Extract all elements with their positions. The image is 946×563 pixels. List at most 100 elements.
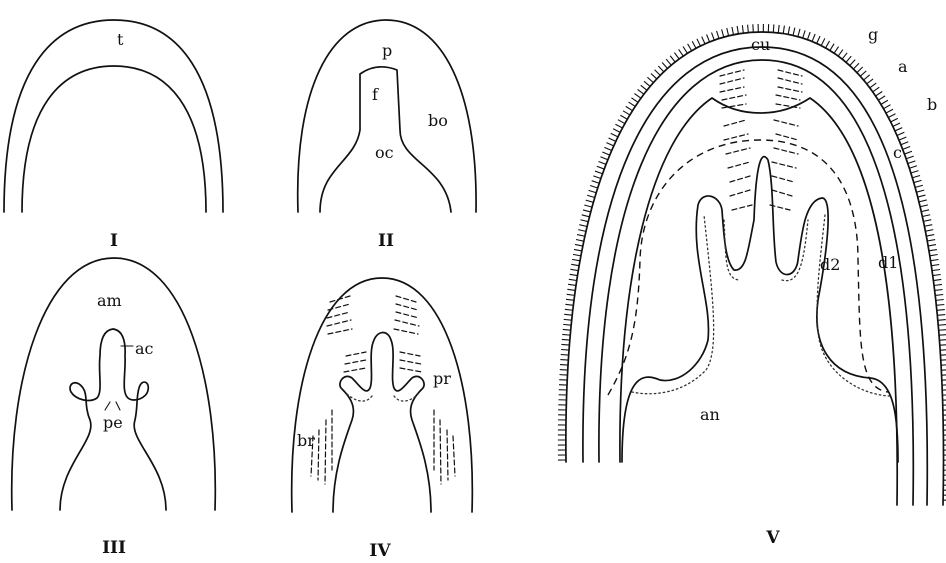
cilium-tick [602,152,609,155]
cilium-tick [578,230,586,232]
label-f: f [372,85,379,104]
cilium-tick [712,33,715,41]
cilium-tick [644,81,650,86]
panel-I: t I [4,20,223,251]
panel-II-numeral: II [378,231,394,251]
cilium-tick [732,27,734,35]
cilium-tick [788,27,789,35]
cilium-tick [670,56,675,62]
cilium-tick [939,330,946,331]
cilium-tick [798,29,800,37]
cilium-tick [618,120,625,124]
cilium-tick [613,129,620,133]
cilium-tick [936,305,944,306]
cilium-tick [912,175,920,177]
cilium-tick [932,269,940,270]
cilium-tick [589,190,597,192]
panel-III-pe-pointer [105,402,120,410]
cilium-tick [938,325,946,326]
cilium-tick [935,289,943,290]
label-bo: bo [428,111,448,130]
cilium-tick [688,44,692,51]
panel-V-layer-c [620,98,897,505]
cilium-tick [590,186,598,188]
cilium-tick [933,279,941,280]
cilium-tick [638,89,644,94]
cilium-tick [584,205,592,207]
cilium-tick [600,157,607,160]
cilium-tick [707,34,710,41]
cilium-tick [911,171,919,173]
panel-IV-inner-outline [333,333,431,513]
cilium-tick [936,300,944,301]
cilium-tick [573,254,581,255]
cilium-tick [626,106,633,110]
label-c: c [893,143,902,162]
cilium-tick [651,73,657,78]
cilium-tick [923,220,931,222]
cilium-tick [560,360,568,361]
panel-V-layer-b [599,60,913,505]
panel-V-dotted-edge [632,215,890,396]
cilium-tick [692,41,696,48]
cilium-tick [561,355,569,356]
cilium-tick [935,295,943,296]
cilium-tick [925,230,933,232]
cilium-tick [697,39,701,46]
cilium-tick [662,62,667,68]
cilium-tick [561,344,569,345]
cilium-tick [873,87,880,92]
cilium-tick [634,94,640,99]
cilium-tick [846,56,851,62]
cilium-tick [595,171,603,174]
cilium-tick [727,28,729,36]
cilium-tick [821,38,825,45]
cilium-tick [826,41,830,48]
cilium-tick [597,166,604,169]
cilium-tick [937,315,945,316]
cilium-tick [938,320,946,321]
cilium-tick [817,36,820,43]
cilium-tick [631,98,638,103]
panel-II: p f oc bo II [298,20,476,251]
cilium-tick [717,31,719,39]
cilium-tick [674,53,679,59]
cilium-tick [924,225,932,227]
cilium-tick [927,240,935,241]
cilium-tick [575,244,583,246]
cilium-tick [569,279,577,280]
cilium-tick [604,147,611,150]
cilium-tick [939,335,946,336]
cilium-tick [793,28,795,36]
panel-I-inner-outline [22,66,206,212]
cilium-tick [918,195,926,197]
cilium-tick [914,180,922,182]
cilium-tick [895,128,902,131]
cilium-tick [606,143,613,146]
cilium-tick [566,299,574,300]
label-cu: cu [751,35,770,54]
label-a: a [898,57,908,76]
cilium-tick [564,319,572,320]
cilium-tick [834,47,838,54]
panel-IV: pr br IV [292,278,473,558]
cilium-tick [567,294,575,295]
cilium-tick [876,92,883,96]
cilium-tick [930,255,938,256]
panel-III: am ac pe III [12,258,216,558]
cilium-tick [783,26,784,34]
cilium-tick [864,75,870,80]
cilium-tick [563,324,571,325]
cilium-tick [570,274,578,275]
cilium-tick [576,240,584,242]
label-d1: d1 [878,253,898,272]
cilium-tick [908,161,916,164]
cilium-tick [629,102,636,106]
cilium-tick [611,133,618,137]
label-pr: pr [433,369,451,388]
cilium-tick [647,77,653,82]
cilium-tick [609,138,616,141]
cilium-tick [921,210,929,212]
cilium-tick [909,166,917,168]
cilium-tick [563,329,571,330]
